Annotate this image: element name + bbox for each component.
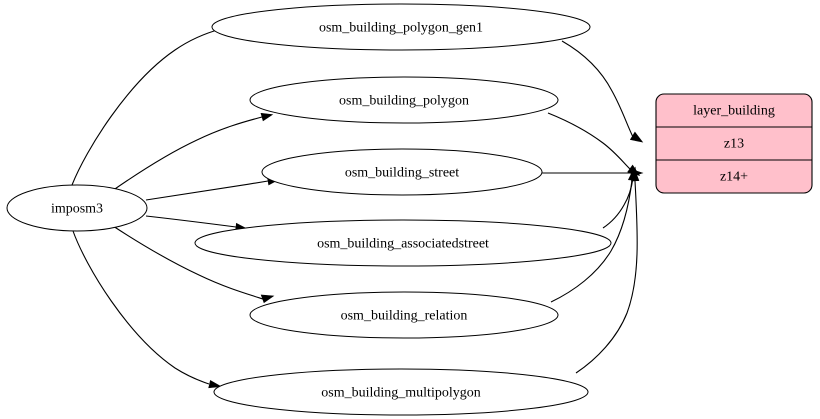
node-osm-building-polygon-label: osm_building_polygon bbox=[339, 94, 469, 109]
layer-building-title-label: layer_building bbox=[693, 104, 775, 119]
node-osm-building-polygon-gen1-label: osm_building_polygon_gen1 bbox=[319, 21, 483, 36]
node-imposm3[interactable]: imposm3 bbox=[6, 184, 148, 232]
node-layer-building[interactable]: layer_building z13 z14+ bbox=[655, 93, 813, 194]
node-osm-building-relation[interactable]: osm_building_relation bbox=[249, 291, 559, 339]
edge-polygon-to-z14plus[interactable] bbox=[547, 112, 641, 177]
node-osm-building-multipolygon[interactable]: osm_building_multipolygon bbox=[213, 368, 589, 416]
layer-building-box bbox=[655, 93, 813, 194]
node-osm-building-street-label: osm_building_street bbox=[345, 166, 459, 181]
node-osm-building-relation-label: osm_building_relation bbox=[341, 309, 468, 324]
node-osm-building-polygon[interactable]: osm_building_polygon bbox=[249, 76, 559, 124]
edge-polygon-gen1-to-z13[interactable] bbox=[561, 40, 644, 143]
edge-group-tables-to-layer bbox=[542, 40, 644, 374]
node-osm-building-polygon-gen1[interactable]: osm_building_polygon_gen1 bbox=[211, 3, 591, 51]
layer-building-z13-label: z13 bbox=[724, 137, 744, 152]
node-osm-building-polygon-ellipse bbox=[249, 76, 559, 124]
edge-imposm3-to-polygon-gen1[interactable] bbox=[71, 25, 233, 186]
node-osm-building-associatedstreet-label: osm_building_associatedstreet bbox=[317, 237, 489, 252]
layer-building-z14plus-label: z14+ bbox=[720, 170, 748, 185]
node-osm-building-relation-ellipse bbox=[249, 291, 559, 339]
node-osm-building-associatedstreet[interactable]: osm_building_associatedstreet bbox=[194, 219, 612, 267]
node-osm-building-multipolygon-label: osm_building_multipolygon bbox=[321, 386, 480, 401]
edge-multipolygon-to-z14plus[interactable] bbox=[575, 168, 640, 374]
edge-imposm3-to-relation[interactable] bbox=[112, 225, 275, 304]
node-osm-building-polygon-gen1-ellipse bbox=[211, 3, 591, 51]
node-osm-building-multipolygon-ellipse bbox=[213, 368, 589, 416]
node-osm-building-street-ellipse bbox=[261, 148, 543, 196]
node-imposm3-ellipse bbox=[6, 184, 148, 232]
edge-imposm3-to-polygon[interactable] bbox=[111, 112, 274, 192]
edge-imposm3-to-associatedstreet[interactable] bbox=[145, 215, 248, 232]
node-group: imposm3 osm_building_polygon_gen1 osm_bu… bbox=[6, 3, 612, 416]
edge-street-to-z14plus[interactable] bbox=[542, 168, 644, 178]
edge-imposm3-to-street[interactable] bbox=[145, 176, 280, 201]
node-imposm3-label: imposm3 bbox=[51, 202, 103, 217]
node-osm-building-associatedstreet-ellipse bbox=[194, 219, 612, 267]
edge-imposm3-to-multipolygon[interactable] bbox=[72, 230, 222, 389]
node-osm-building-street[interactable]: osm_building_street bbox=[261, 148, 543, 196]
